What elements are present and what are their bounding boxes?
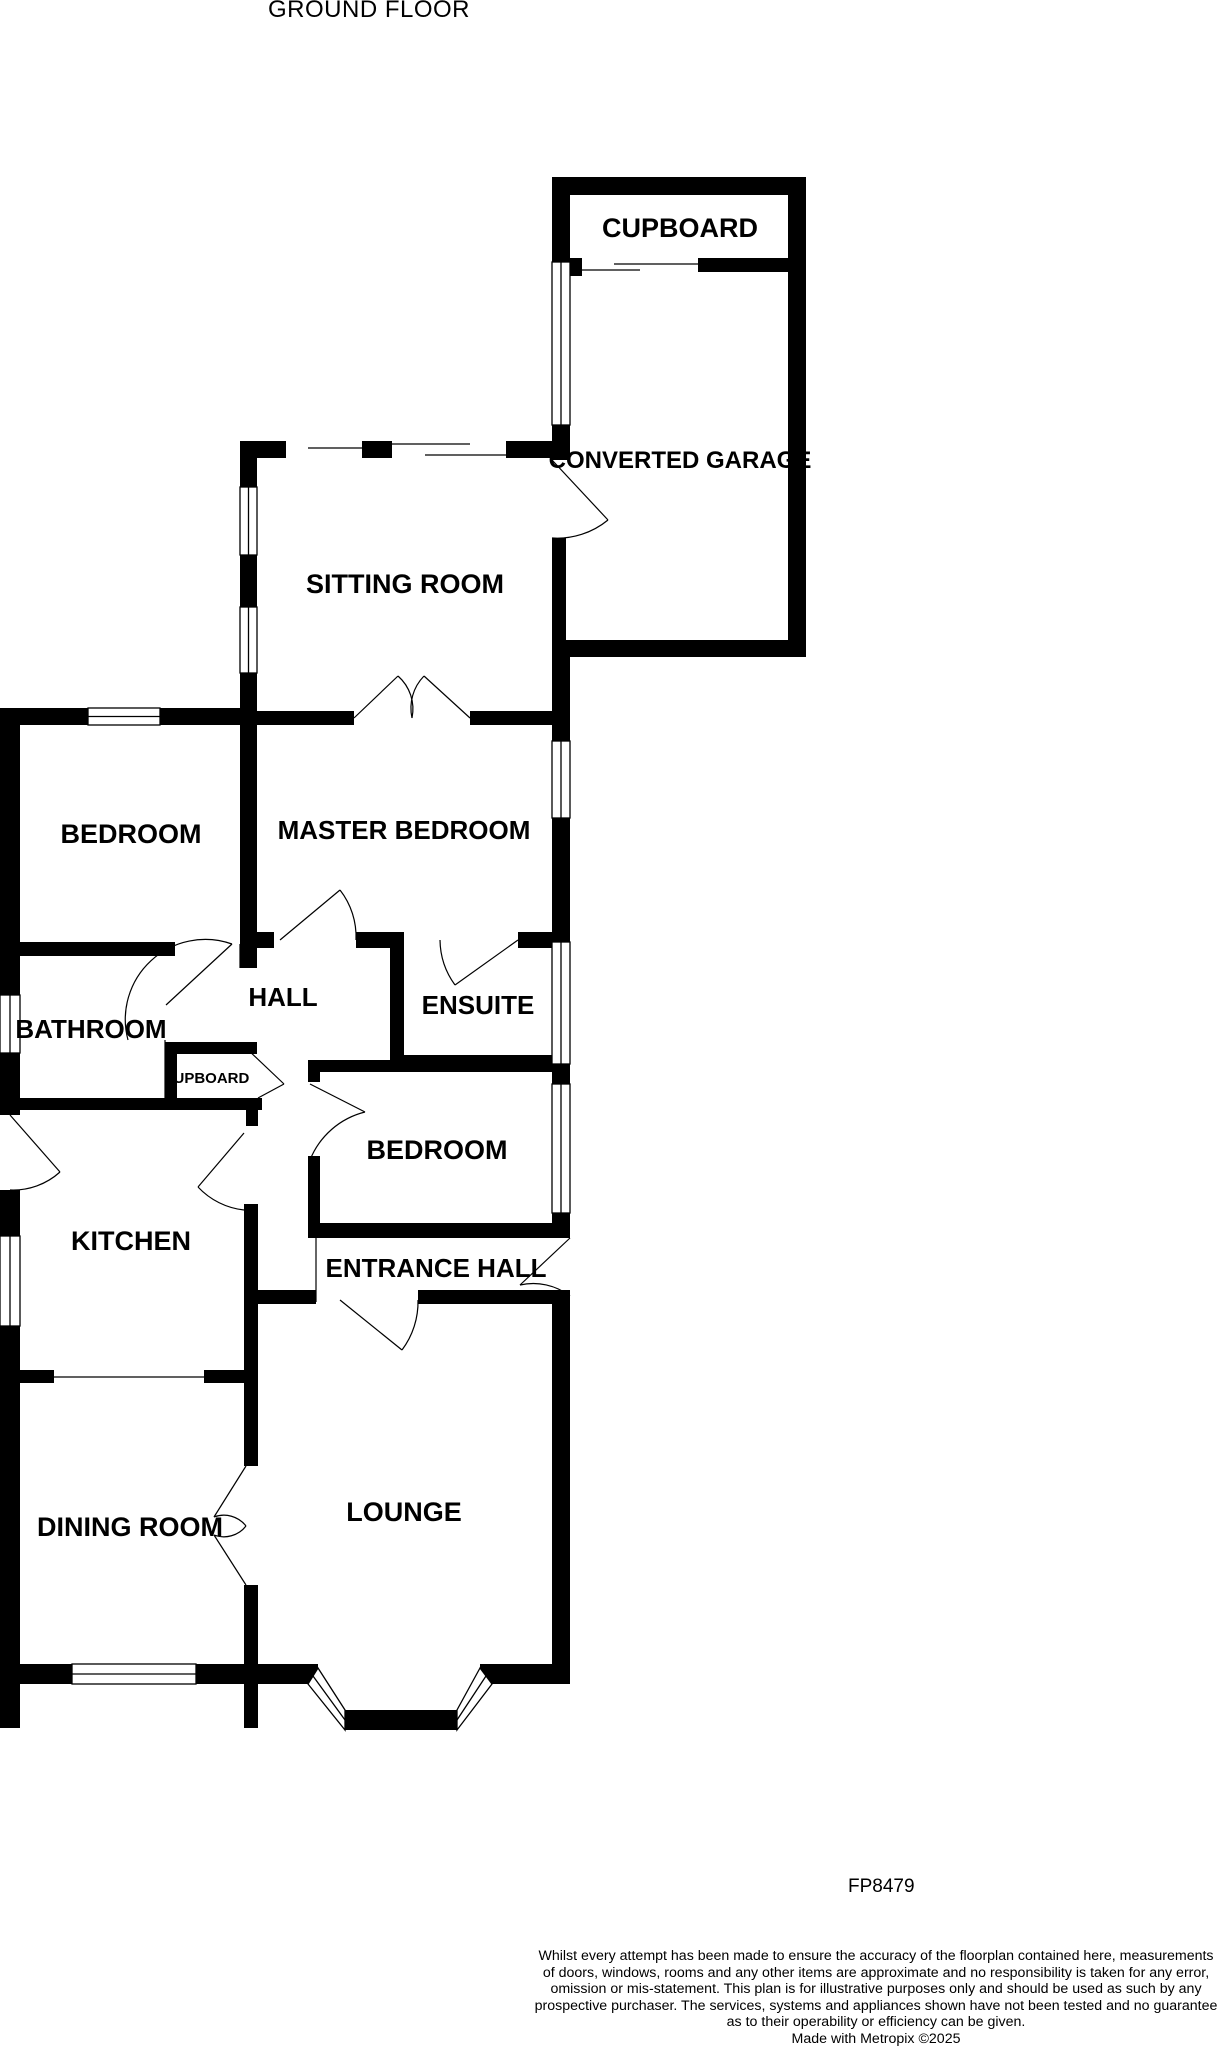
- room-label-master-bedroom: MASTER BEDROOM: [278, 815, 531, 845]
- room-label-entrance-hall: ENTRANCE HALL: [326, 1253, 547, 1283]
- disclaimer-line: Whilst every attempt has been made to en…: [538, 1948, 1214, 1964]
- reference-number: FP8479: [848, 1876, 915, 1897]
- disclaimer-line: as to their operability or efficiency ca…: [726, 2014, 1026, 2031]
- disclaimer-line: prospective purchaser. The services, sys…: [534, 1997, 1218, 2014]
- small-cupboard-label-clip: CUPBOARD: [163, 1070, 250, 1087]
- disclaimer-line: of doors, windows, rooms and any other i…: [542, 1964, 1210, 1981]
- credit-line: Made with Metropix ©2025: [791, 2030, 961, 2047]
- room-label-cupboard-small: CUPBOARD: [163, 1070, 250, 1087]
- doors: [9, 263, 698, 1586]
- room-label-bedroom-right: BEDROOM: [367, 1135, 508, 1165]
- room-label-bathroom: BATHROOM: [15, 1014, 166, 1044]
- room-label-ensuite: ENSUITE: [422, 990, 535, 1020]
- room-label-dining-room: DINING ROOM: [37, 1512, 223, 1542]
- floor-title: GROUND FLOOR: [268, 0, 471, 23]
- disclaimer-line: omission or mis-statement. This plan is …: [550, 1981, 1202, 1998]
- room-label-bedroom-left: BEDROOM: [61, 819, 202, 849]
- windows: [0, 261, 571, 1732]
- room-label-hall: HALL: [248, 982, 317, 1012]
- room-label-lounge: LOUNGE: [346, 1497, 462, 1527]
- room-label-sitting-room: SITTING ROOM: [306, 569, 504, 599]
- room-label-kitchen: KITCHEN: [71, 1226, 191, 1256]
- disclaimer: Whilst every attempt has been made to en…: [520, 1948, 1231, 2048]
- room-label-cupboard-top: CUPBOARD: [602, 213, 758, 243]
- walls: [0, 177, 806, 1730]
- room-label-converted-garage: CONVERTED GARAGE: [549, 447, 812, 474]
